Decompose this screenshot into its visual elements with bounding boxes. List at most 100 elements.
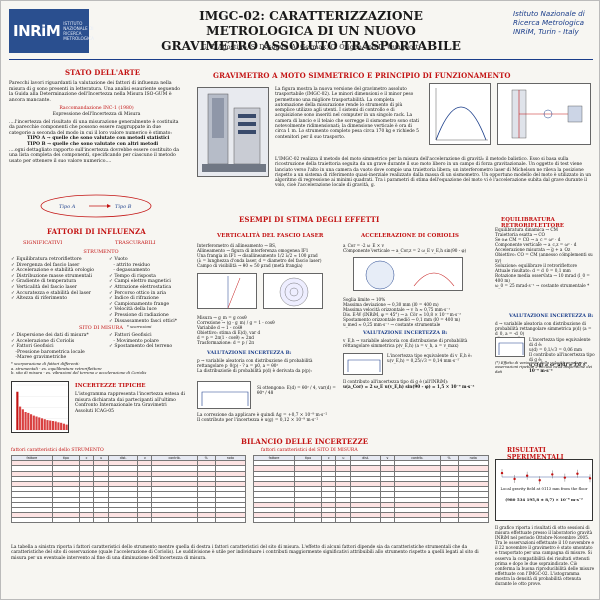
verticalita-val-line: p → variabile aleatoria con distribuzion… xyxy=(197,358,313,369)
list-item: ✓ Fattori Geofisici xyxy=(109,333,152,338)
equilibratura-unc1: L'incertezza tipo equivalente di d è: xyxy=(529,337,591,348)
histogram-bar xyxy=(62,423,65,430)
histogram-bar xyxy=(40,418,44,430)
strumento-table-title: fattori caratteristici dello STRUMENTO xyxy=(11,448,104,453)
list-item: ✓ Indice di rifrazione xyxy=(109,296,159,302)
equilibratura-line: Rotazione media osservata → 10 mrad (l_0… xyxy=(495,272,590,283)
scatter-point xyxy=(513,477,516,481)
trajectory-drawing xyxy=(435,88,488,141)
verticalita-val-heading: VALUTAZIONE INCERTEZZA B: xyxy=(207,350,292,356)
list-item: ✓ Spostamento del terreno xyxy=(109,344,173,350)
histogram-bar xyxy=(16,391,19,430)
scatter-point xyxy=(500,471,504,475)
coriolis-unc2: Il contributo all'incertezza tipo di g è… xyxy=(343,379,449,384)
risultati-text: Il grafico riporta i risultati di otto s… xyxy=(495,525,595,587)
equilibratura-line: ω_0 = 25 mrad·s⁻¹ → costante strumentale… xyxy=(495,283,590,289)
equilibratura-line: Se o≠ CM = CO → a_c = ω² · d xyxy=(495,237,561,243)
stato-p1: Parecchi lavori riguardanti la valutazio… xyxy=(9,81,181,103)
histogram-bar xyxy=(54,421,57,430)
coriolis-line: Soglia limite → 10% xyxy=(343,297,386,302)
trasformazione-eq: Trasformazione: d = p / 2π xyxy=(197,340,254,346)
incertezze-text: L'istogramma rappresenta l'incertezza es… xyxy=(75,392,185,414)
verticalita-line: Allineamento → figura di interferenza om… xyxy=(197,248,309,254)
equilibratura-val: d → variabile aleatoria con distribuzion… xyxy=(495,321,595,336)
coriolis-unc: Il contributo all'incertezza tipo di g è… xyxy=(343,379,485,389)
verticalita-lines: Interferometro di allineamento → BS, All… xyxy=(197,243,337,268)
list-item: ✓ Velocità della luce xyxy=(109,307,157,313)
poster-title: IMGC-02: CARATTERIZZAZIONE METROLOGICA D… xyxy=(151,9,471,54)
list-item: ✓ Dissassamento fasci ottici* xyxy=(109,318,178,324)
verticalita-val-text: p → variabile aleatoria con distribuzion… xyxy=(197,358,337,373)
verticalita-val-line: La distribuzione di probabilità p(d) è d… xyxy=(197,368,312,374)
histogram-bar xyxy=(24,412,27,430)
interferometer-scheme xyxy=(497,83,591,145)
institute-line-3: INRiM, Turin - Italy xyxy=(513,27,579,36)
coriolis-dist-drawing xyxy=(347,359,381,372)
histogram-bar xyxy=(51,421,55,430)
histogram-bar xyxy=(21,409,24,430)
coriolis-lines: Soglia limite → 10% Massima deviazione →… xyxy=(343,297,485,328)
gravimeter-photo xyxy=(197,87,269,177)
sito-sig-list: ✓ Dispersione dei dati di misura* ✓ Acce… xyxy=(11,333,111,361)
list-item: ✓ Vuoto xyxy=(109,257,128,262)
incertezze-chart xyxy=(11,381,69,433)
risultati-scatter xyxy=(500,469,592,485)
equilibratura-line: Soluzione: equilibrare il retroriflettor… xyxy=(495,262,577,268)
coriolis-val-heading: VALUTAZIONE INCERTEZZA B: xyxy=(363,330,448,336)
coriolis-line: Spostamento orizzontale medio → 0,1 mm (… xyxy=(343,317,461,323)
strumento-heading: STRUMENTO xyxy=(83,249,119,255)
histogram-bar xyxy=(19,406,22,430)
stato-text: Parecchi lavori riguardanti la valutazio… xyxy=(9,81,184,164)
coriolis-drawing xyxy=(365,260,455,290)
sito-table-title: fattori caratteristici del SITO DI MISUR… xyxy=(261,448,358,453)
sito-tra-list: ✓ Fattori Geofisici - Movimento polare ✓… xyxy=(109,333,189,350)
equilibratura-heading: EQUILIBRATURA RETRORIFLETTORE xyxy=(501,217,565,229)
equilibratura-dist-drawing xyxy=(498,342,524,355)
stato-heading: STATO DELL'ARTE xyxy=(65,68,141,77)
incertezze-heading: INCERTEZZE TIPICHE xyxy=(75,383,146,389)
fattori-heading: FATTORI DI INFLUENZA xyxy=(47,227,146,236)
list-item: ✓ Verticalità del fascio laser xyxy=(11,284,77,290)
interferometer-drawing xyxy=(511,89,583,139)
list-item: ✓ Equilibratura retroriflettore xyxy=(11,257,82,262)
list-item: ✓ Attrazione elettrostatica xyxy=(109,284,172,290)
verticalita-line: Interferometro di allineamento → BS, xyxy=(197,243,277,248)
incertezze-histogram xyxy=(16,384,68,431)
scatter-point xyxy=(525,474,529,477)
logo-subtitle: ISTITUTO NAZIONALE DI RICERCA METROLOGIC… xyxy=(63,21,95,41)
list-item: - Movimento polare xyxy=(113,338,159,344)
list-item: -Maree gravimetriche xyxy=(15,355,67,361)
list-item: ✓ Dispersione dei dati di misura* xyxy=(11,333,89,338)
list-item: ✓ Percorso ottico in aria xyxy=(109,290,166,296)
list-item: ✓ Divergenza del fascio laser xyxy=(11,262,80,268)
coriolis-line: Massima deviazione → 0,30 mm (l0 = 400 m… xyxy=(343,302,439,308)
histogram-bar xyxy=(27,412,30,430)
coriolis-line: u_med ≈ 0,25 mm·s⁻¹ → costante strumenta… xyxy=(343,322,441,328)
prob-dist-figure xyxy=(197,381,251,409)
histogram-bar xyxy=(35,416,38,430)
risultati-chart xyxy=(495,459,593,521)
list-item: ✓ Tempo di risposta xyxy=(109,273,156,279)
coriolis-figure xyxy=(353,257,463,291)
equilibratura-val-heading: VALUTAZIONE INCERTEZZA B: xyxy=(509,313,594,319)
equilibratura-unc2: u(d) = 0,1/√3 = 0,06 mm xyxy=(529,347,582,353)
inrim-logo: INRiM ISTITUTO NAZIONALE DI RICERCA METR… xyxy=(9,9,94,53)
rec-title: Raccomandazione INC-1 (1980) xyxy=(59,106,134,112)
fattori-col2: TRASCURABILI xyxy=(115,240,156,246)
equilibratura-line: Componente verticale → a_c,z = ω² · d xyxy=(495,242,577,248)
header-divider xyxy=(9,59,593,60)
authors: G. D'Agostino, S. Desogus, A. Germak, C.… xyxy=(201,43,421,51)
risultati-legend: Local gravity field at 0113 mm from the … xyxy=(500,486,588,491)
equilibratura-unc3: Il contributo all'incertezza tipo di g è… xyxy=(529,352,595,363)
coriolis-dist-figure xyxy=(343,353,383,375)
institute-name: Istituto Nazionale di Ricerca Metrologic… xyxy=(513,9,600,36)
coriolis-eq2: Componente verticale → a_Cor,z = 2 ω_E v… xyxy=(343,248,467,254)
title-line-2: GRAVIMETRO ASSOLUTO TRASPORTABILE xyxy=(161,39,461,53)
verticalita-line: Campo di visibilità → θ0 ≈ 50 µrad (metà… xyxy=(197,263,303,269)
equilibratura-line: Equilibratura dinamica → CM xyxy=(495,227,558,232)
trajectory-plot xyxy=(429,83,491,145)
list-item: -Pressione barometrica locale xyxy=(15,349,85,355)
